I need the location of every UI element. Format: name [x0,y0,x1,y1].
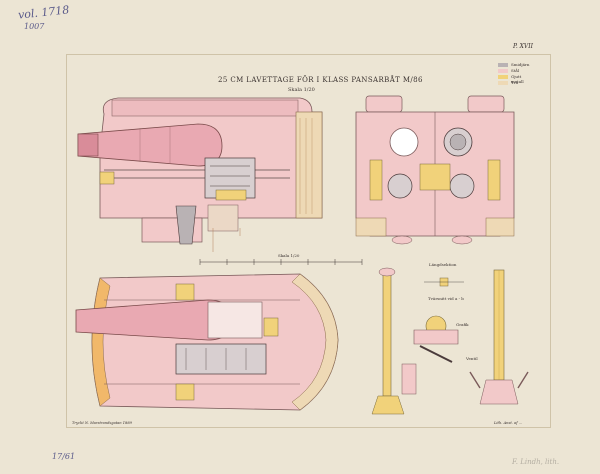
bottom-right-annotation: F. Lindh, lith. [512,458,560,466]
footer-right: Lith. Anst. af ... [494,421,523,425]
footer-left: Tryckt N. Marstrandsgatan 1889 [72,421,132,425]
legend-label: Gjutt metall [511,74,524,84]
legend-label: Trä [511,80,518,85]
detail-label-c: Ventil [466,356,478,361]
cross-section-drawing [355,95,515,245]
plate-frame [66,54,551,428]
legend-swatch [498,69,508,73]
legend-label: Stål [511,68,520,73]
legend-swatch [498,63,508,67]
scale-bar [199,259,363,265]
legend-label: Smidjärn [511,62,530,67]
legend-swatch [498,81,508,85]
top-left-sub-annotation: 1007 [24,22,45,31]
detail-drawings [371,267,529,415]
plan-view-drawing [75,273,339,411]
bottom-left-annotation: 17/61 [52,452,76,461]
plate-title: 25 CM LAVETTAGE FÖR I KLASS PANSARBÅT M/… [218,76,423,84]
detail-title: Längdsektion [429,262,457,267]
side-elevation-drawing [77,97,323,252]
detail-label-b: Grafik [456,322,469,327]
plate-scale: Skala 1/20 [288,87,315,93]
detail-label-a: Tvärsnitt vid a - b [428,296,464,301]
legend-swatch [498,75,508,79]
plate-number: P. XVII [513,43,533,50]
scale-bar-label: Skala 1/20 [278,253,300,258]
